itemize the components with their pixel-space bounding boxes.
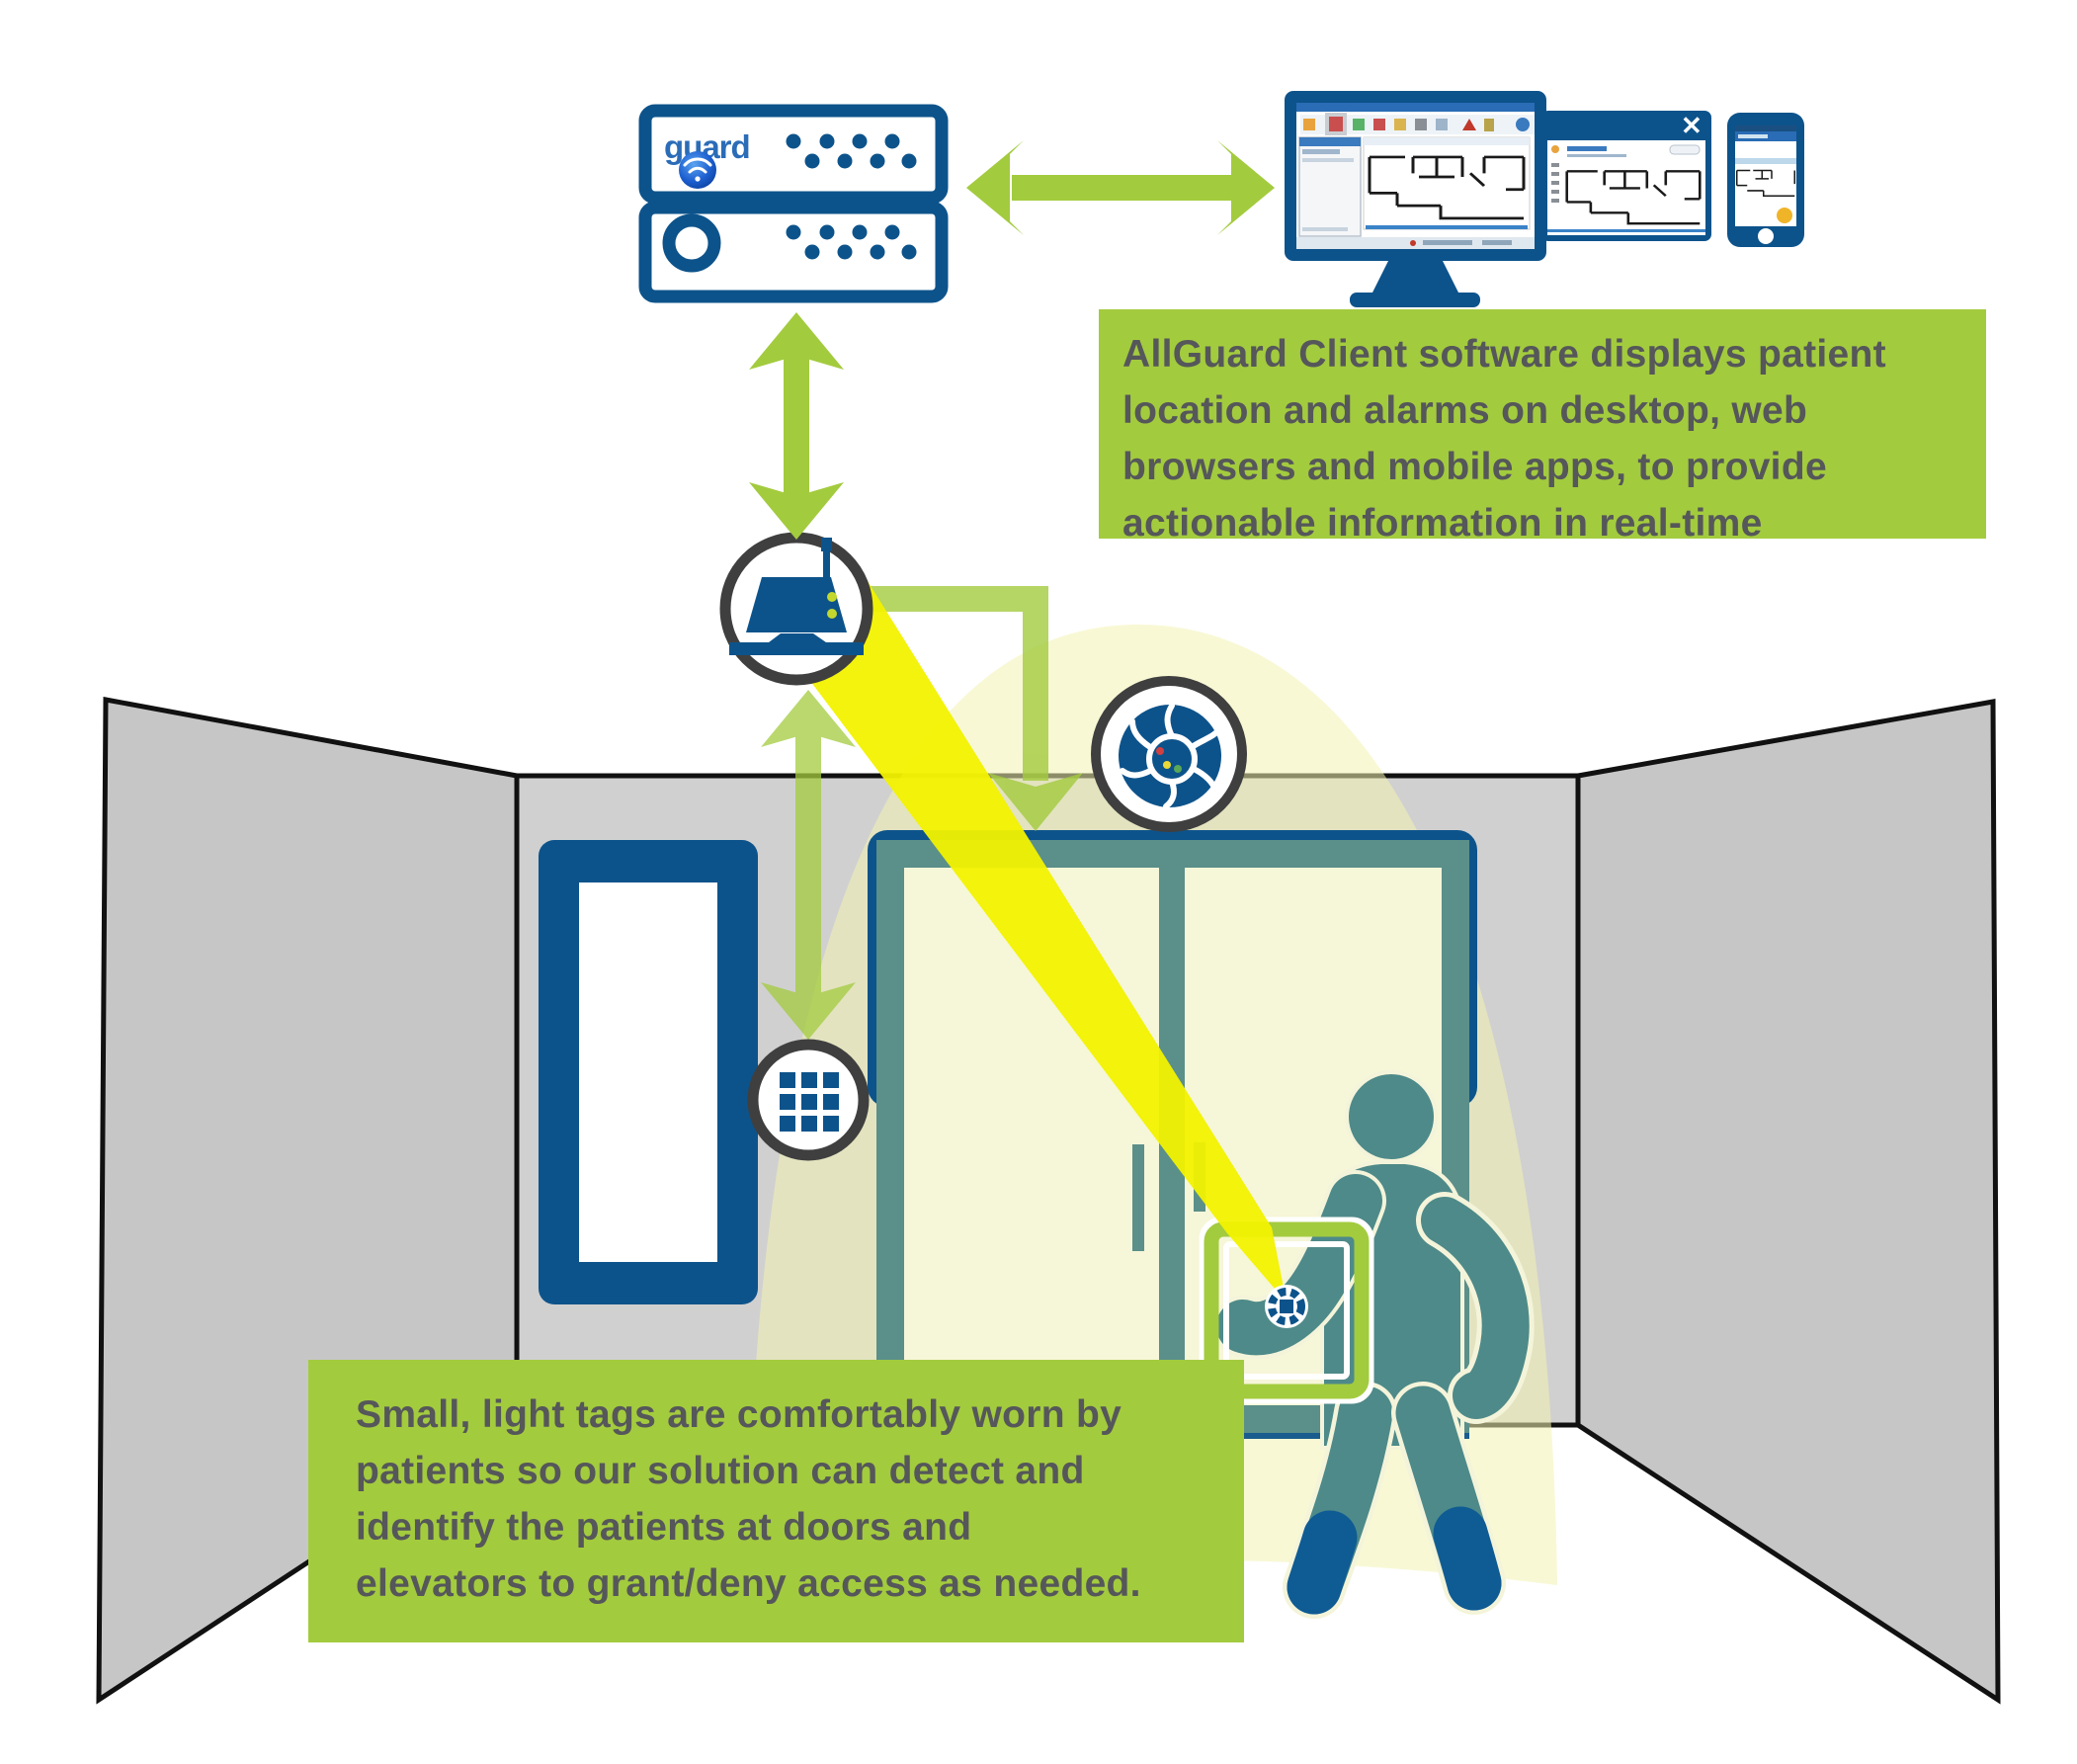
right-wall — [1575, 699, 2001, 1705]
callout-line: Small, light tags are comfortably worn b… — [356, 1393, 1122, 1436]
side-door — [539, 840, 758, 1304]
receiver-icon — [719, 532, 873, 686]
monitor-stand — [1372, 261, 1458, 293]
arrow-server-displays — [966, 140, 1275, 235]
wrist-tag-icon — [1265, 1285, 1308, 1328]
arrow-server-receiver — [749, 312, 844, 540]
mobile-phone — [1727, 113, 1804, 247]
callout-line: browsers and mobile apps, to provide — [1122, 446, 1827, 488]
floor-plan-view — [1363, 136, 1531, 230]
server-rack: guard — [638, 104, 949, 303]
callout-line: elevators to grant/deny access as needed… — [356, 1562, 1141, 1605]
arrow-receiver-keypad — [761, 690, 856, 1040]
fab-button — [1777, 208, 1792, 223]
desktop-monitor — [1285, 91, 1546, 307]
callout-tags: Small, light tags are comfortably worn b… — [308, 1360, 1244, 1642]
app-side-panel — [1298, 136, 1362, 237]
callout-line: patients so our solution can detect and — [356, 1450, 1085, 1492]
wifi-globe-icon — [679, 151, 716, 189]
callout-client-software: AllGuard Client software displays patien… — [1099, 309, 1986, 545]
toolbar-icons — [1300, 113, 1535, 135]
keypad-icon — [747, 1039, 870, 1161]
ceiling-sensor-icon — [1091, 676, 1247, 832]
close-icon: ✕ — [1681, 111, 1703, 140]
callout-line: AllGuard Client software displays patien… — [1122, 333, 1886, 376]
web-browser-window: ✕ — [1541, 111, 1711, 241]
callout-line: location and alarms on desktop, web — [1122, 389, 1808, 432]
monitor-base — [1350, 293, 1480, 307]
door-handle-left — [1132, 1144, 1144, 1251]
server-leds — [786, 133, 917, 260]
locating-beam — [783, 565, 1287, 1302]
tag-highlight-box — [1199, 1217, 1374, 1404]
arrow-receiver-sensor — [868, 586, 1083, 831]
patient-head — [1345, 1070, 1438, 1163]
callout-line: actionable information in real-time — [1122, 502, 1763, 545]
callout-line: identify the patients at doors and — [356, 1506, 972, 1549]
status-bar — [1296, 237, 1535, 249]
home-button — [1758, 228, 1774, 244]
